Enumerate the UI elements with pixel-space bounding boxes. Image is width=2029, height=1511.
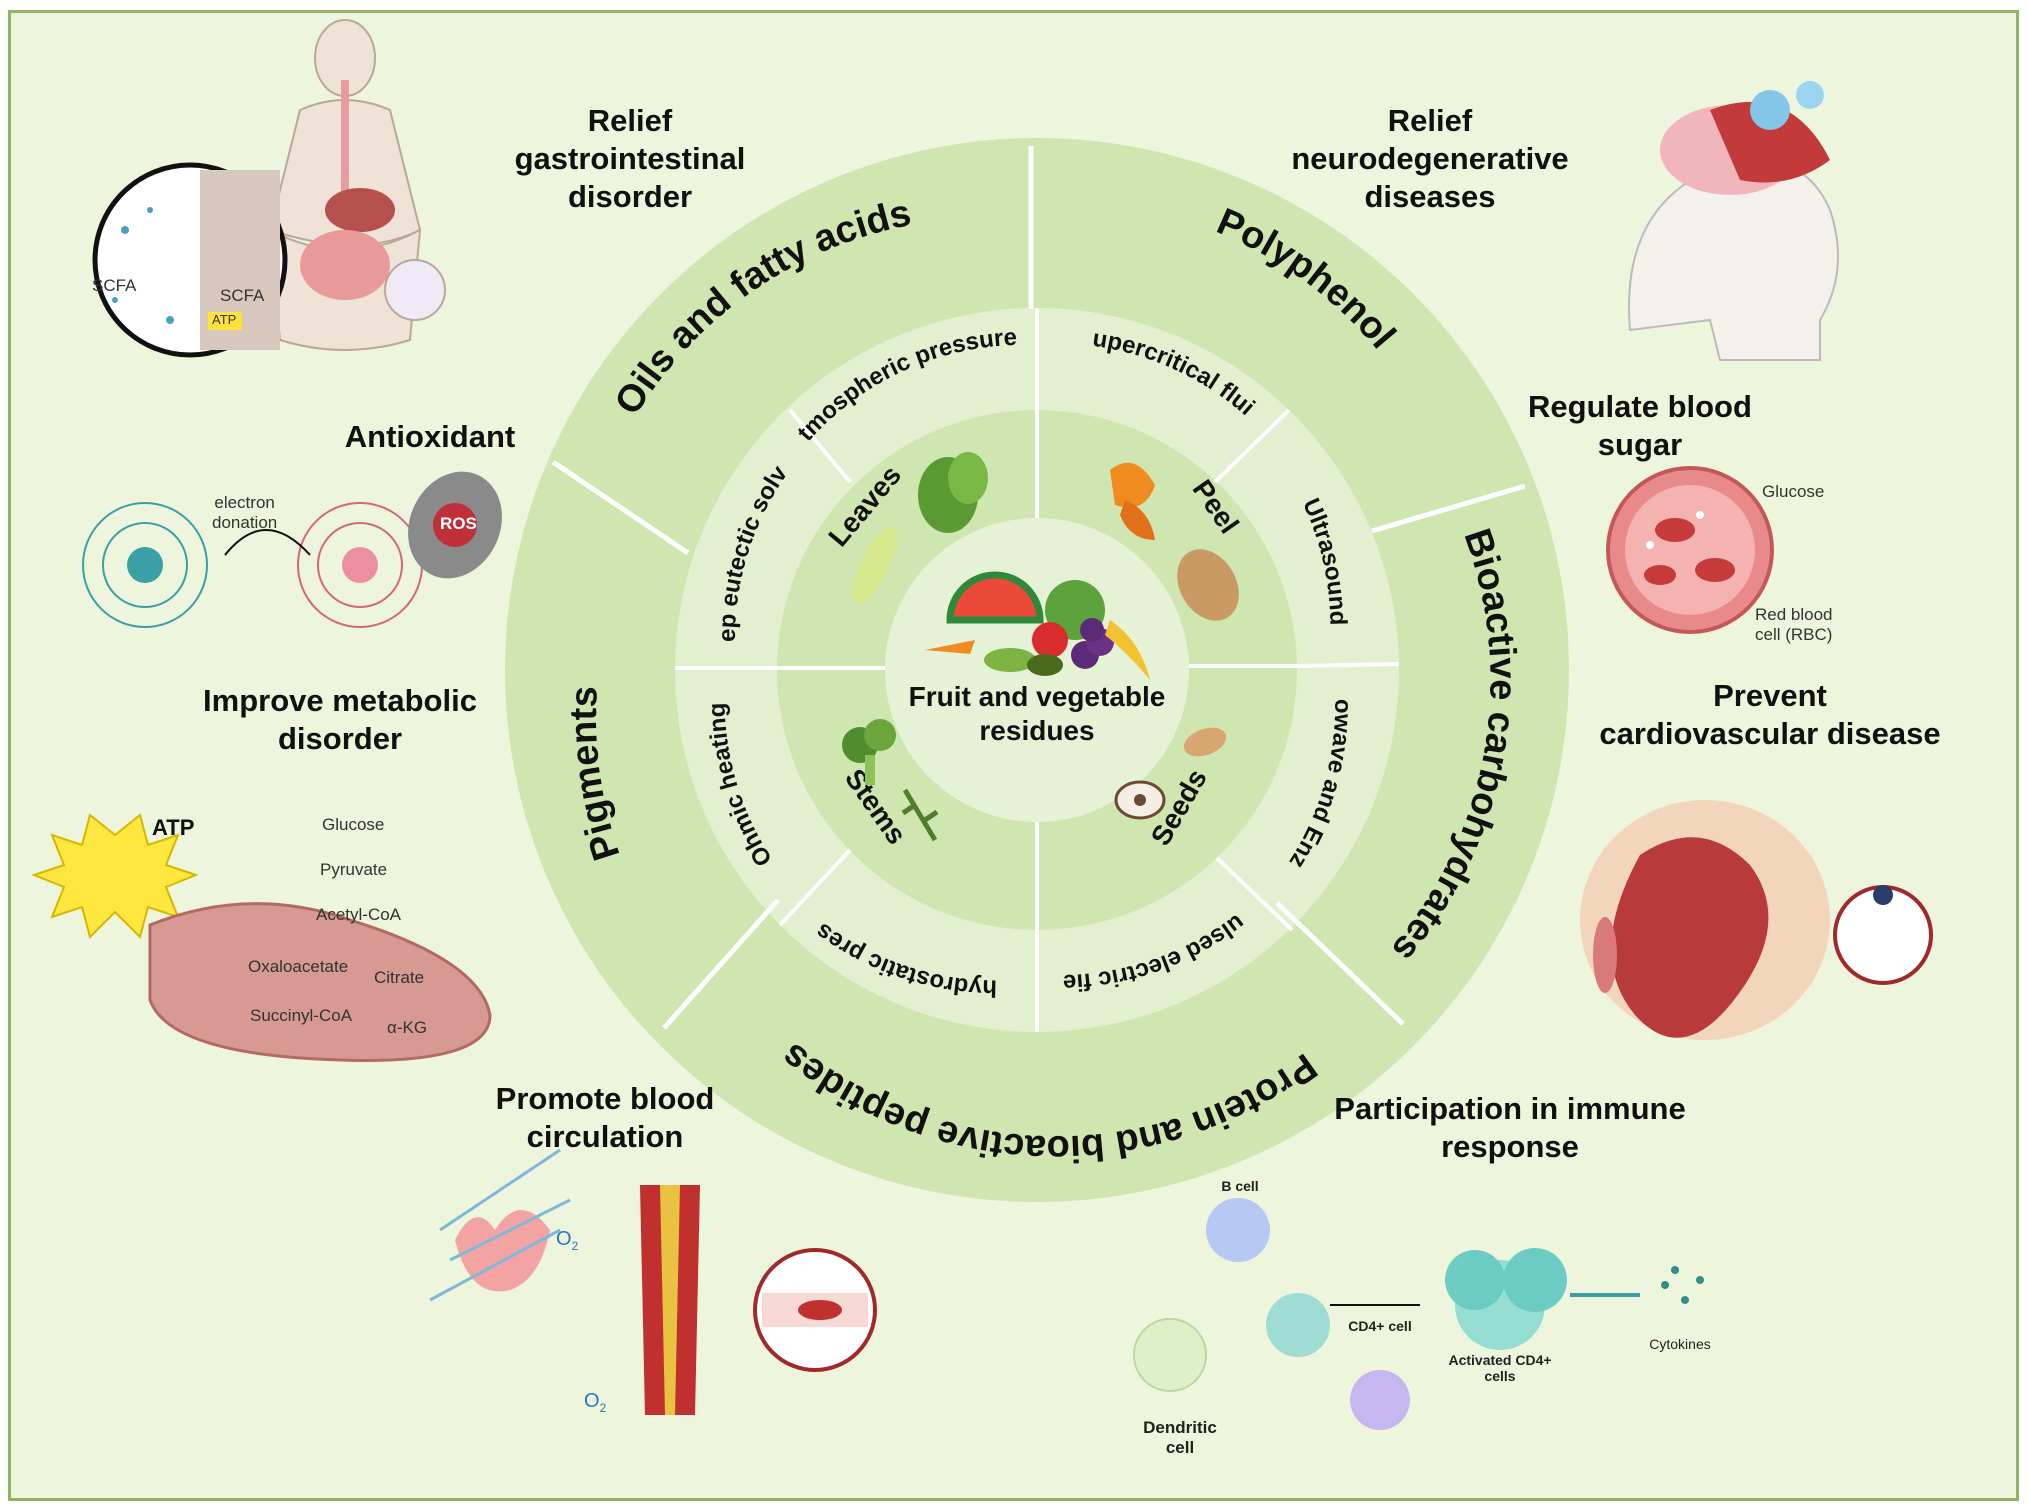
human-digestive-illustration (268, 19, 446, 351)
head-brain-illustration (1628, 81, 1839, 361)
label-cycle-acetyl: Acetyl-CoA (316, 905, 402, 924)
benefit-antioxidant: Antioxidant (344, 419, 516, 454)
benefit-gastrointestinal: Relief gastrointestinal disorder (514, 103, 746, 214)
antioxidant-atoms (82, 471, 502, 628)
benefit-metabolic: Improve metabolic disorder (203, 683, 477, 756)
label-activated-cd4: Activated CD4+ cells (1448, 1352, 1552, 1385)
blood-vessel-glucose (1606, 466, 1774, 634)
stems-illustration (842, 719, 939, 842)
benefit-immune: Participation in immune response (1334, 1091, 1686, 1164)
label-cycle-pyruvate: Pyruvate (320, 860, 388, 879)
label-rbc: Red blood cell (RBC) (1755, 605, 1833, 644)
immune-illustration (1133, 1198, 1704, 1430)
benefit-neurodegenerative: Relief neurodegenerative diseases (1291, 103, 1569, 214)
label-electron-donation: electron donation (212, 493, 278, 532)
label-o2-top: O2 (556, 1228, 579, 1253)
benefit-cardiovascular: Prevent cardiovascular disease (1599, 678, 1941, 751)
label-glucose: Glucose (1762, 482, 1825, 501)
scfa-magnifier (92, 162, 288, 358)
benefit-circulation: Promote blood circulation (495, 1081, 715, 1154)
leaves-illustration (853, 452, 988, 604)
label-cycle-citrate: Citrate (374, 968, 425, 987)
heart-illustration (1580, 800, 1933, 1040)
benefit-blood-sugar: Regulate blood sugar (1528, 389, 1752, 462)
circulation-illustration (429, 1148, 877, 1415)
label-scfa-2: SCFA (220, 286, 265, 305)
fruit-basket-illustration (925, 571, 1150, 680)
label-atp: ATP (152, 815, 195, 840)
label-o2-bottom: O2 (584, 1390, 607, 1415)
center-label: Fruit and vegetable residues (908, 681, 1166, 747)
label-cytokines: Cytokines (1649, 1336, 1711, 1352)
peel-illustration (1110, 462, 1239, 621)
label-ros: ROS (440, 514, 477, 533)
label-cycle-akg: α-KG (387, 1018, 428, 1037)
seeds-illustration (1114, 727, 1227, 820)
label-cycle-oxaloacetate: Oxaloacetate (248, 957, 349, 976)
mitochondria-illustration (31, 813, 492, 1062)
label-b-cell: B cell (1221, 1178, 1259, 1194)
label-cycle-succinyl: Succinyl-CoA (250, 1006, 353, 1025)
label-atp-small: ATP (212, 312, 237, 327)
inner-ring-dividers (777, 410, 1297, 930)
label-dendritic-cell: Dendritic cell (1143, 1418, 1217, 1457)
label-cd4-cell: CD4+ cell (1348, 1318, 1412, 1334)
outer-ring-dividers (551, 146, 1526, 1030)
middle-ring-dividers (675, 308, 1400, 1032)
label-scfa-1: SCFA (92, 276, 137, 295)
label-cycle-glucose: Glucose (322, 815, 385, 834)
